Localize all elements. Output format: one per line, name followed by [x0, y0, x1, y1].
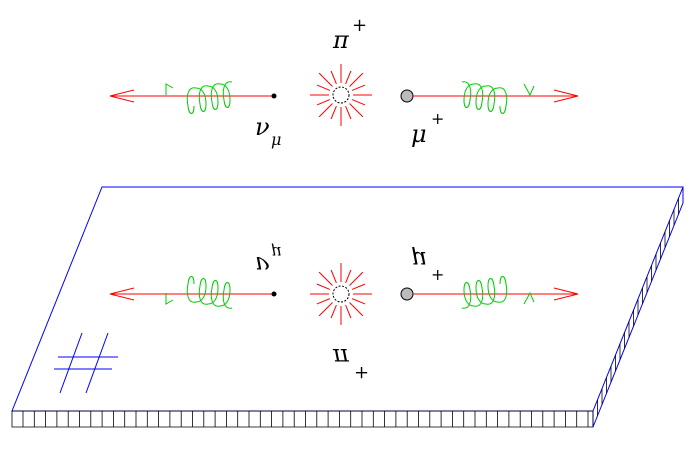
muon-particle — [400, 89, 414, 103]
burst-ray — [349, 103, 364, 118]
neutrino-label: ν — [255, 113, 270, 141]
muon-spin-arrowhead — [523, 83, 535, 97]
pion-label: π — [332, 26, 350, 54]
mirror-pion-charge: + — [354, 362, 369, 383]
muon-label: μ — [411, 120, 427, 148]
burst-ray — [351, 283, 366, 290]
muon-charge: + — [431, 109, 444, 128]
mirror-pion-burst — [310, 263, 372, 325]
burst-ray — [330, 105, 337, 120]
neutrino-subscript: μ — [271, 130, 281, 149]
mirror-muon-spin-arrowhead — [523, 291, 535, 305]
pion-charge: + — [352, 15, 367, 36]
mirror-hash-symbol — [54, 332, 118, 394]
burst-ray — [316, 298, 331, 305]
mirror-decay: π + ν μ μ + — [109, 243, 579, 383]
mirror-muon-spin-helix — [461, 276, 508, 309]
muon-arrowhead — [553, 89, 579, 103]
mirror-edge — [11, 198, 679, 428]
mirror-neutrino-spin-helix — [186, 276, 233, 309]
mirror-muon-arrowhead — [553, 287, 579, 301]
neutrino-spin-helix — [186, 81, 233, 114]
burst-ray — [316, 84, 331, 91]
burst-ray — [345, 70, 352, 85]
neutrino-particle — [271, 93, 277, 99]
mirror-neutrino-label: ν — [255, 251, 270, 279]
muon-spin-helix — [461, 81, 508, 114]
burst-ray — [316, 283, 331, 290]
burst-ray — [318, 302, 333, 317]
mirror-pion-label: π — [332, 343, 350, 371]
mirror-neutrino-arrowhead — [109, 287, 135, 301]
burst-ray — [318, 103, 333, 118]
pion-particle — [332, 86, 350, 104]
burst-ray — [345, 304, 352, 319]
burst-ray — [330, 269, 337, 284]
mirror-muon-label: μ — [411, 246, 427, 274]
burst-ray — [345, 105, 352, 120]
burst-ray — [318, 271, 333, 286]
neutrino-arrowhead — [109, 89, 135, 103]
mirror-neutrino-subscript: μ — [271, 243, 281, 262]
burst-ray — [318, 72, 333, 87]
mirror-pion-particle — [332, 285, 350, 303]
burst-ray — [351, 298, 366, 305]
burst-ray — [351, 84, 366, 91]
burst-ray — [330, 304, 337, 319]
mirror-neutrino-particle — [271, 291, 277, 297]
mirror-neutrino-spin-arrowhead — [165, 293, 174, 305]
burst-ray — [316, 99, 331, 106]
burst-ray — [345, 269, 352, 284]
burst-ray — [349, 271, 364, 286]
mirror-muon-particle — [400, 287, 414, 301]
neutrino-spin-arrowhead — [165, 83, 174, 95]
pion-burst — [310, 64, 372, 126]
real-decay: π + ν μ μ + — [109, 15, 579, 149]
burst-ray — [351, 99, 366, 106]
burst-ray — [330, 70, 337, 85]
mirror-slab — [11, 186, 684, 428]
mirror-muon-charge: + — [431, 266, 444, 285]
burst-ray — [349, 302, 364, 317]
burst-ray — [349, 72, 364, 87]
